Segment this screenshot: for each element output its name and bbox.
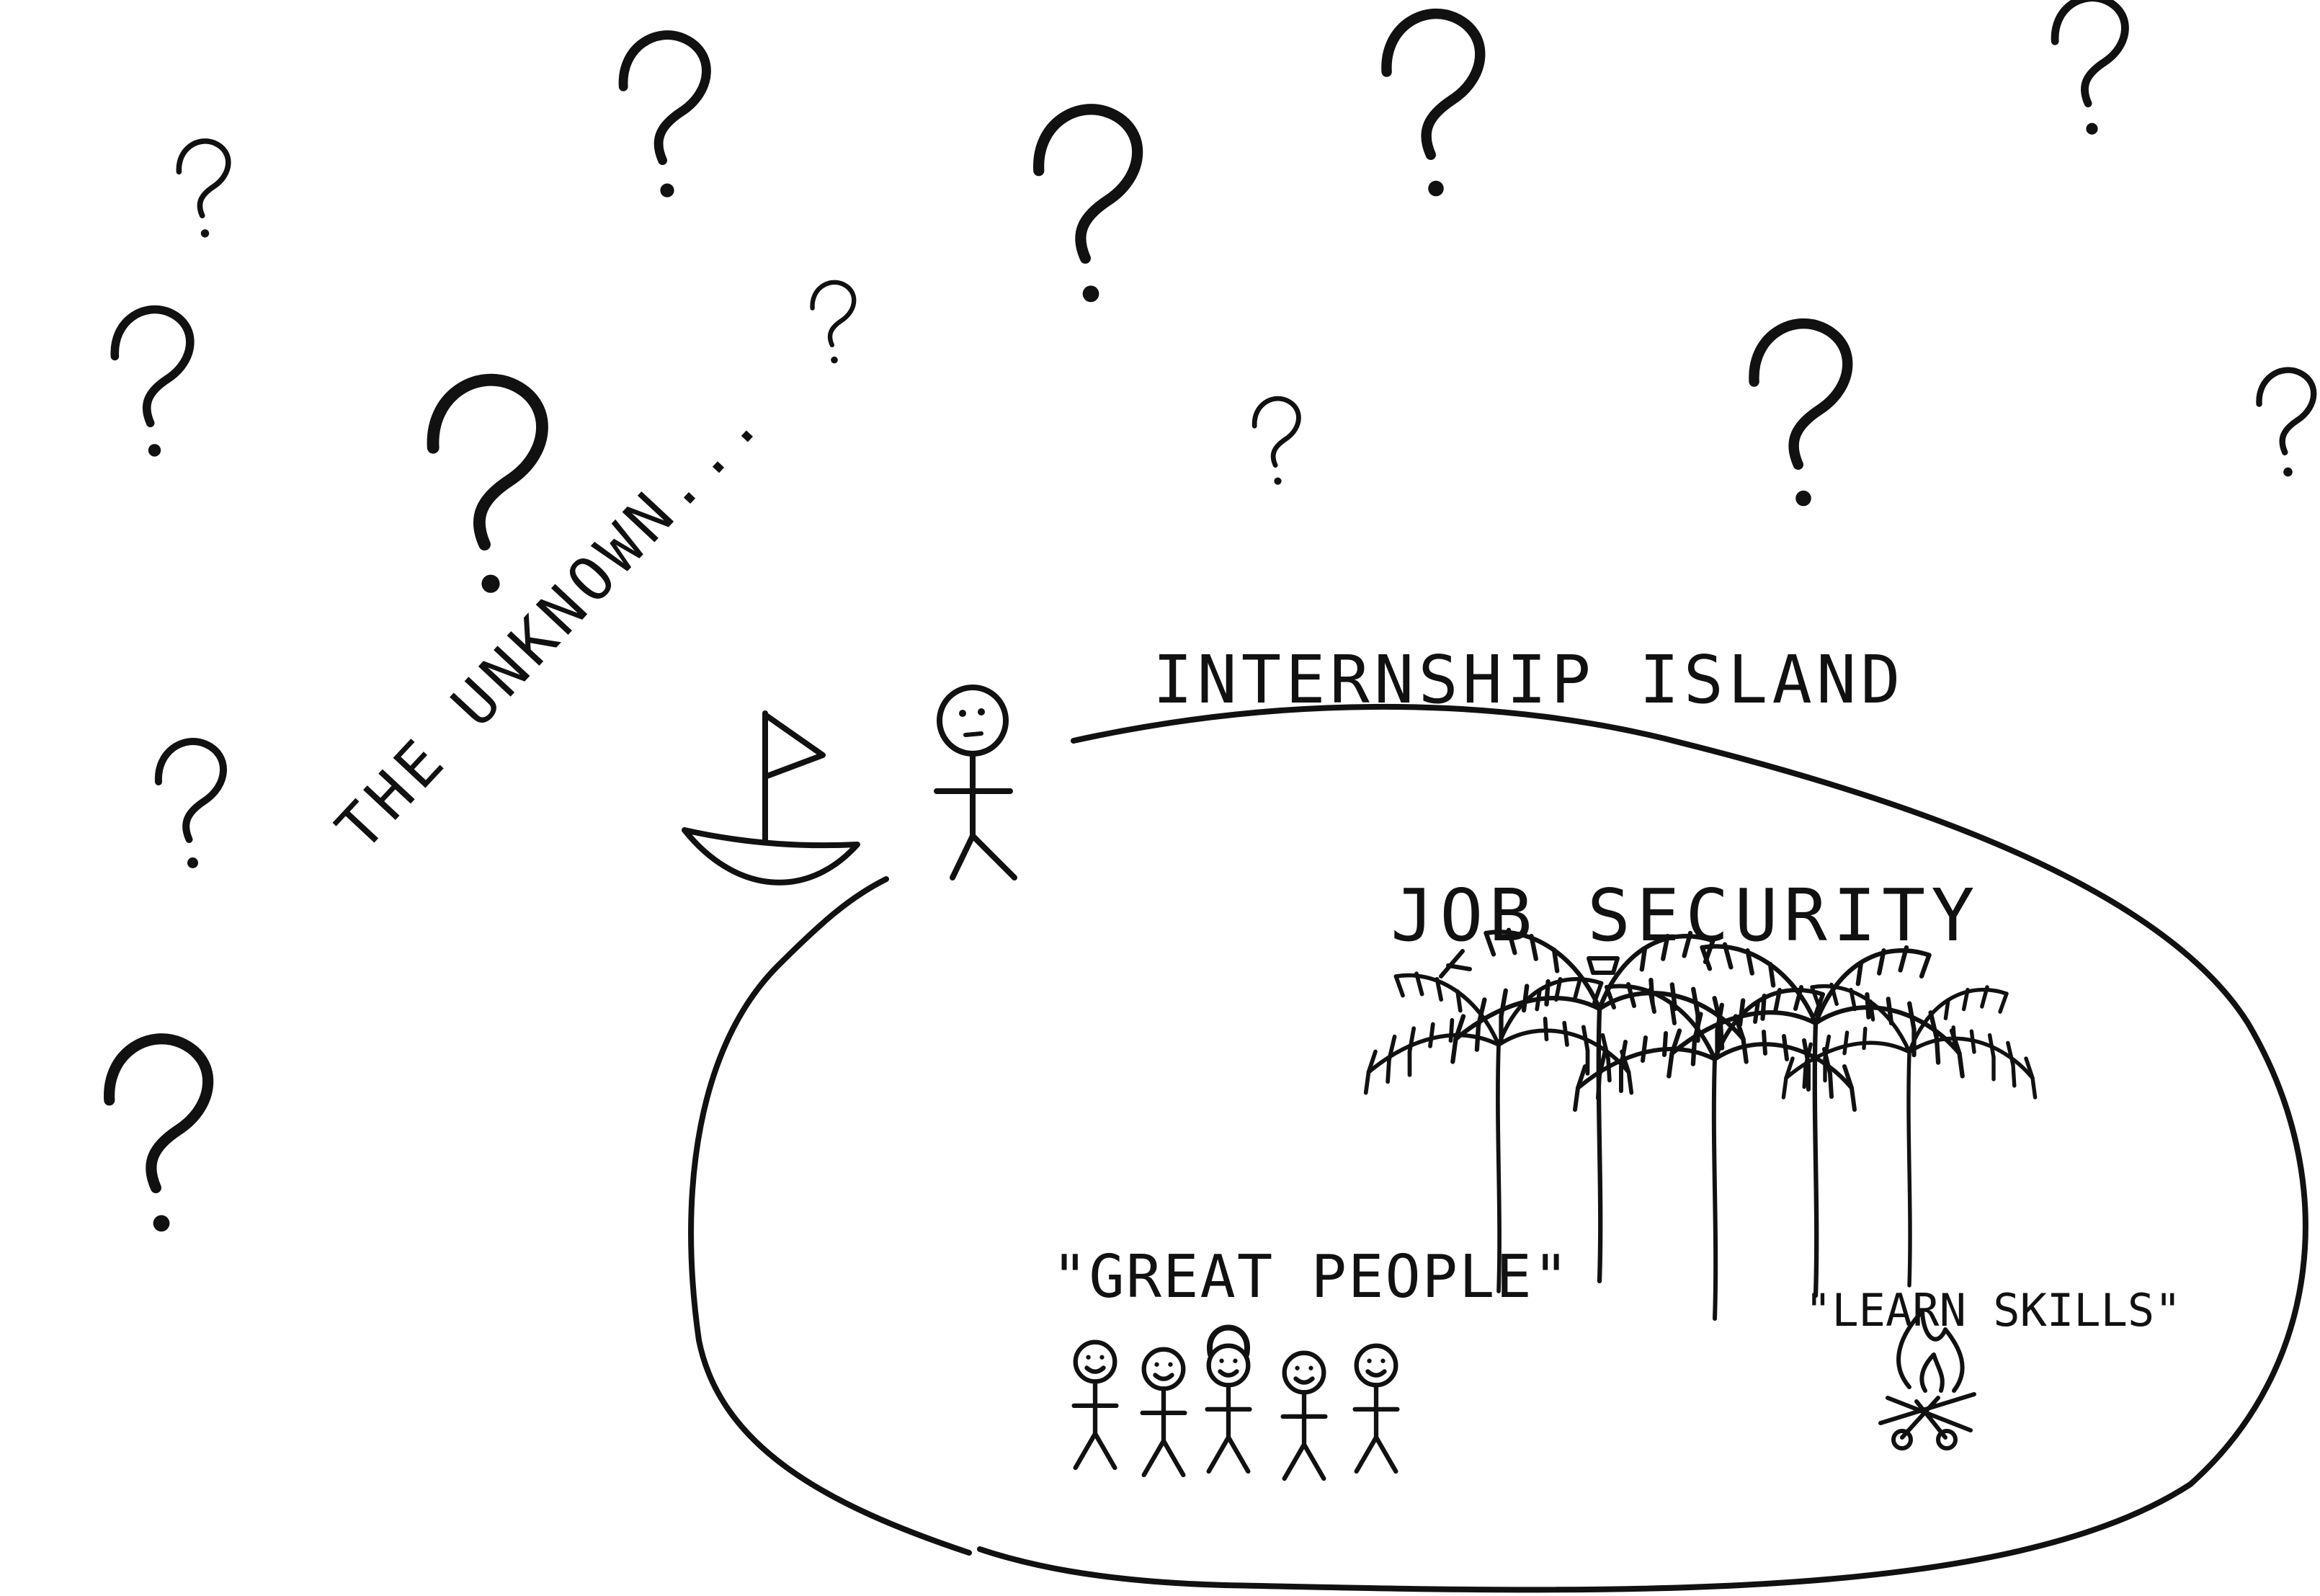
learn-skills-label: "LEARN SKILLS"	[1805, 1284, 2182, 1337]
person-icon	[1143, 1350, 1185, 1475]
person-icon	[1074, 1342, 1117, 1468]
unknown-label: THE UNKNOWN...	[323, 383, 777, 864]
hair-mark	[1207, 1324, 1250, 1358]
person-icon	[1208, 1346, 1250, 1471]
great-people-label: "GREAT PEOPLE"	[1052, 1243, 1570, 1311]
question-mark-group	[110, 0, 2314, 1231]
question-mark-icon	[1754, 324, 1847, 506]
island-outline	[688, 703, 2308, 1593]
question-mark-icon	[813, 282, 855, 364]
question-mark-icon	[433, 380, 542, 593]
question-mark-icon	[115, 310, 190, 457]
people-group-icon	[1074, 1324, 1398, 1479]
person-icon	[1355, 1346, 1398, 1471]
question-mark-icon	[2259, 370, 2314, 477]
island-label: INTERNSHIP ISLAND	[1153, 641, 1905, 718]
question-mark-icon	[110, 1039, 208, 1231]
stick-figure-icon	[934, 685, 1017, 881]
question-mark-icon	[179, 141, 228, 238]
campfire-icon	[1878, 1309, 1976, 1450]
question-mark-icon	[1039, 110, 1138, 302]
sailboat-icon	[682, 710, 860, 886]
question-mark-icon	[623, 35, 706, 197]
question-mark-icon	[159, 741, 223, 868]
question-mark-icon	[1254, 398, 1298, 485]
question-mark-icon	[1386, 14, 1480, 196]
person-icon	[1283, 1353, 1326, 1479]
palm-tree-icon	[1366, 930, 2035, 1319]
question-mark-icon	[2055, 0, 2125, 135]
